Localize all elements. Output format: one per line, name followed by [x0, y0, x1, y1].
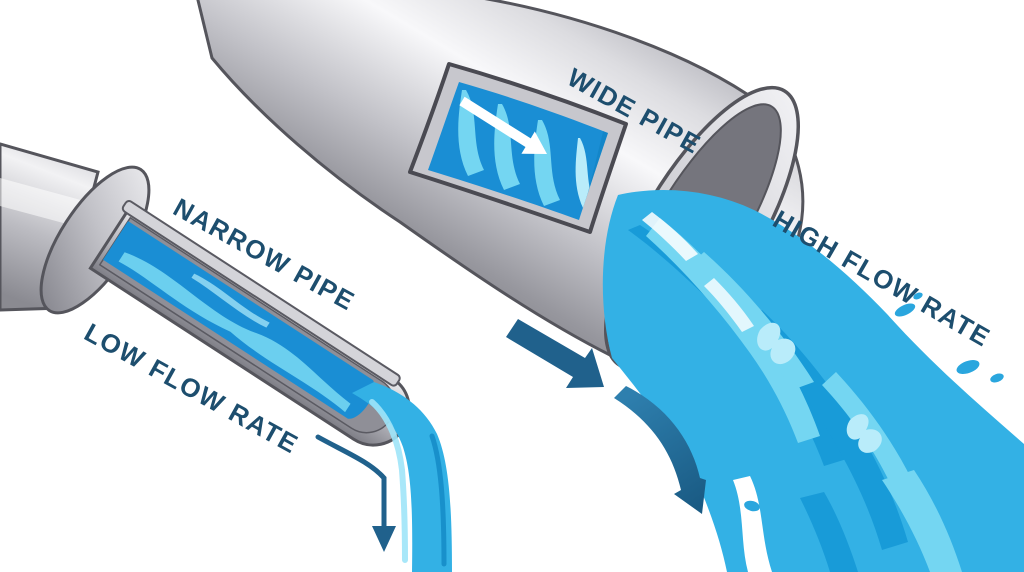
trough-water-glint	[191, 273, 270, 328]
gush-cusp-2	[846, 414, 882, 453]
narrow-flow-arrow-line	[315, 434, 387, 531]
narrow-water-stream	[352, 382, 452, 572]
stream-highlight	[369, 399, 408, 563]
wide-pipe-assembly	[196, 0, 1024, 572]
window-wave-1	[458, 90, 484, 176]
wide-pipe-window	[408, 62, 628, 234]
narrow-pipe-assembly	[0, 142, 452, 572]
trough-top-rim	[121, 200, 401, 387]
window-wave-3	[534, 120, 560, 206]
gush-cusp-1	[757, 322, 796, 365]
gush-streak-light-3	[882, 470, 962, 572]
wide-flow-arrow-straight-icon	[506, 319, 604, 388]
narrow-flow-arrow-icon	[315, 434, 396, 552]
gush-streak-dark-3	[800, 492, 858, 572]
gush-streak-dark-1	[628, 225, 850, 466]
gush-streak-light-4	[822, 372, 912, 487]
gush-streak-dark-2	[744, 310, 908, 550]
stream-body	[352, 382, 452, 572]
feeder-highlight	[0, 178, 88, 228]
droplet	[744, 500, 760, 512]
wide-flow-arrow-curved-icon	[614, 386, 706, 514]
narrow-flow-arrow-head	[372, 526, 396, 552]
droplet	[913, 292, 923, 300]
droplet	[990, 373, 1004, 383]
trough-water-wave	[118, 252, 351, 413]
gush-glint-1	[642, 212, 698, 261]
water-droplets	[744, 292, 1004, 512]
stream-shade	[429, 433, 447, 567]
gush-glint-2	[704, 278, 754, 332]
flow-arrows	[315, 319, 706, 552]
narrow-pipe-trough	[88, 200, 411, 447]
window-flow-arrow-icon	[459, 96, 547, 154]
droplet	[956, 360, 980, 374]
wide-water-gush	[602, 190, 1024, 572]
droplet	[894, 303, 916, 317]
gush-split-white	[733, 476, 772, 572]
gush-streak-light-1	[646, 218, 820, 443]
